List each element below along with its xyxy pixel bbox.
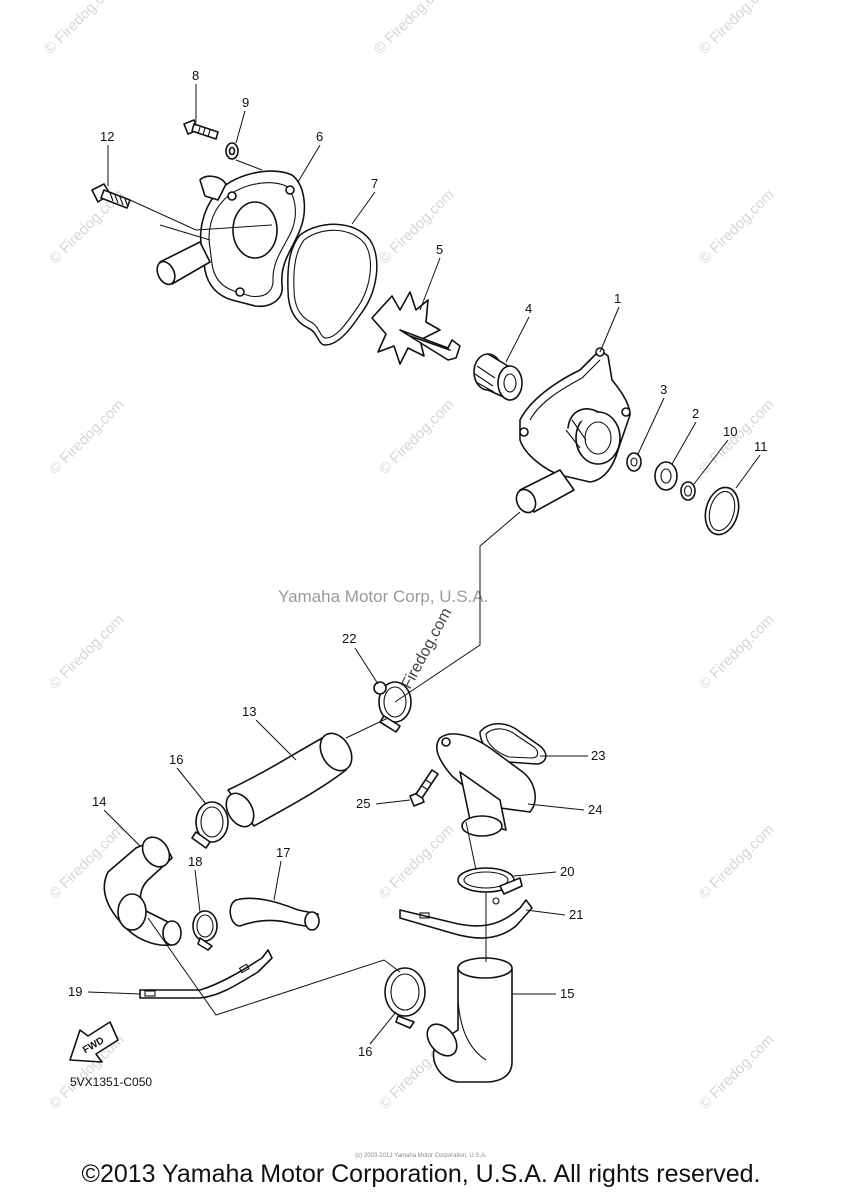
part-22-hose-clamp xyxy=(373,681,412,733)
callout-8: 8 xyxy=(192,68,199,83)
watermark-tile: © Firedog.com xyxy=(46,396,128,478)
watermark-tile: © Firedog.com xyxy=(696,0,778,58)
part-18-hose-clamp xyxy=(192,910,218,951)
callout-12: 12 xyxy=(100,129,114,144)
callout-20: 20 xyxy=(560,864,574,879)
part-17-hose xyxy=(229,897,320,931)
part-12-bolt xyxy=(91,183,131,209)
callout-3: 3 xyxy=(660,382,667,397)
assembly-lines xyxy=(129,159,521,1016)
callout-7: 7 xyxy=(371,176,378,191)
callout-14: 14 xyxy=(92,794,106,809)
fwd-direction-arrow: FWD xyxy=(69,1021,119,1063)
part-9-washer xyxy=(225,142,239,160)
watermark-tile: © Firedog.com xyxy=(696,611,778,693)
callout-22: 22 xyxy=(342,631,356,646)
callout-16-upper: 16 xyxy=(169,752,183,767)
callout-5: 5 xyxy=(436,242,443,257)
copyright-notice: ©2013 Yamaha Motor Corporation, U.S.A. A… xyxy=(81,1160,761,1188)
watermark-tile: © Firedog.com xyxy=(376,396,458,478)
callout-10: 10 xyxy=(723,424,737,439)
callout-13: 13 xyxy=(242,704,256,719)
watermark-tile: © Firedog.com xyxy=(696,1031,778,1113)
watermark-tile: © Firedog.com xyxy=(371,0,453,58)
callout-4: 4 xyxy=(525,301,532,316)
callout-17: 17 xyxy=(276,845,290,860)
part-8-bolt xyxy=(183,119,219,140)
callout-25: 25 xyxy=(356,796,370,811)
part-2-bearing xyxy=(654,461,678,491)
part-16-hose-clamp-upper xyxy=(191,801,229,849)
center-watermark: Yamaha Motor Corp, U.S.A. xyxy=(278,587,488,606)
part-13-hose xyxy=(225,732,353,828)
part-14-elbow-hose xyxy=(103,836,182,946)
callout-24: 24 xyxy=(588,802,602,817)
watermark-tiles: © Firedog.com © Firedog.com © Firedog.co… xyxy=(41,0,778,1113)
part-16-hose-clamp-lower xyxy=(384,967,426,1029)
diagonal-watermark: Firedog.com xyxy=(399,605,456,691)
watermark-tile: © Firedog.com xyxy=(696,186,778,268)
callout-15: 15 xyxy=(560,986,574,1001)
watermark-tile: © Firedog.com xyxy=(41,0,123,58)
callout-labels: 1 2 3 4 5 6 7 8 9 10 11 12 13 14 15 16 1… xyxy=(68,68,768,1059)
part-4-seal xyxy=(473,353,523,401)
callout-16-lower: 16 xyxy=(358,1044,372,1059)
part-15-outlet-hose xyxy=(426,957,513,1083)
diagram-code: 5VX1351-C050 xyxy=(70,1075,152,1089)
part-19-bracket xyxy=(139,949,273,999)
callout-1: 1 xyxy=(614,291,621,306)
part-5-impeller xyxy=(371,291,461,365)
callout-19: 19 xyxy=(68,984,82,999)
part-20-hose-clamp xyxy=(457,867,523,895)
callout-2: 2 xyxy=(692,406,699,421)
part-10-circlip xyxy=(680,481,696,501)
watermark-tile: © Firedog.com xyxy=(376,186,458,268)
callout-18: 18 xyxy=(188,854,202,869)
callout-23: 23 xyxy=(591,748,605,763)
part-3-oil-seal xyxy=(626,452,642,472)
callout-11: 11 xyxy=(754,439,768,454)
callout-21: 21 xyxy=(569,907,583,922)
callout-6: 6 xyxy=(316,129,323,144)
part-1-pump-housing xyxy=(515,347,631,514)
part-24-thermostat-cover xyxy=(436,733,536,837)
callout-9: 9 xyxy=(242,95,249,110)
watermark-tile: © Firedog.com xyxy=(376,821,458,903)
part-11-o-ring xyxy=(704,486,740,536)
watermark-tile: © Firedog.com xyxy=(696,821,778,903)
watermark-tile: © Firedog.com xyxy=(46,611,128,693)
small-copyright-note: (c) 2003-2013 Yamaha Motor Corporation, … xyxy=(355,1153,487,1159)
part-25-bolt xyxy=(409,769,439,807)
part-7-gasket xyxy=(287,223,378,346)
part-6-pump-cover xyxy=(156,170,306,308)
part-21-bracket xyxy=(399,897,533,939)
